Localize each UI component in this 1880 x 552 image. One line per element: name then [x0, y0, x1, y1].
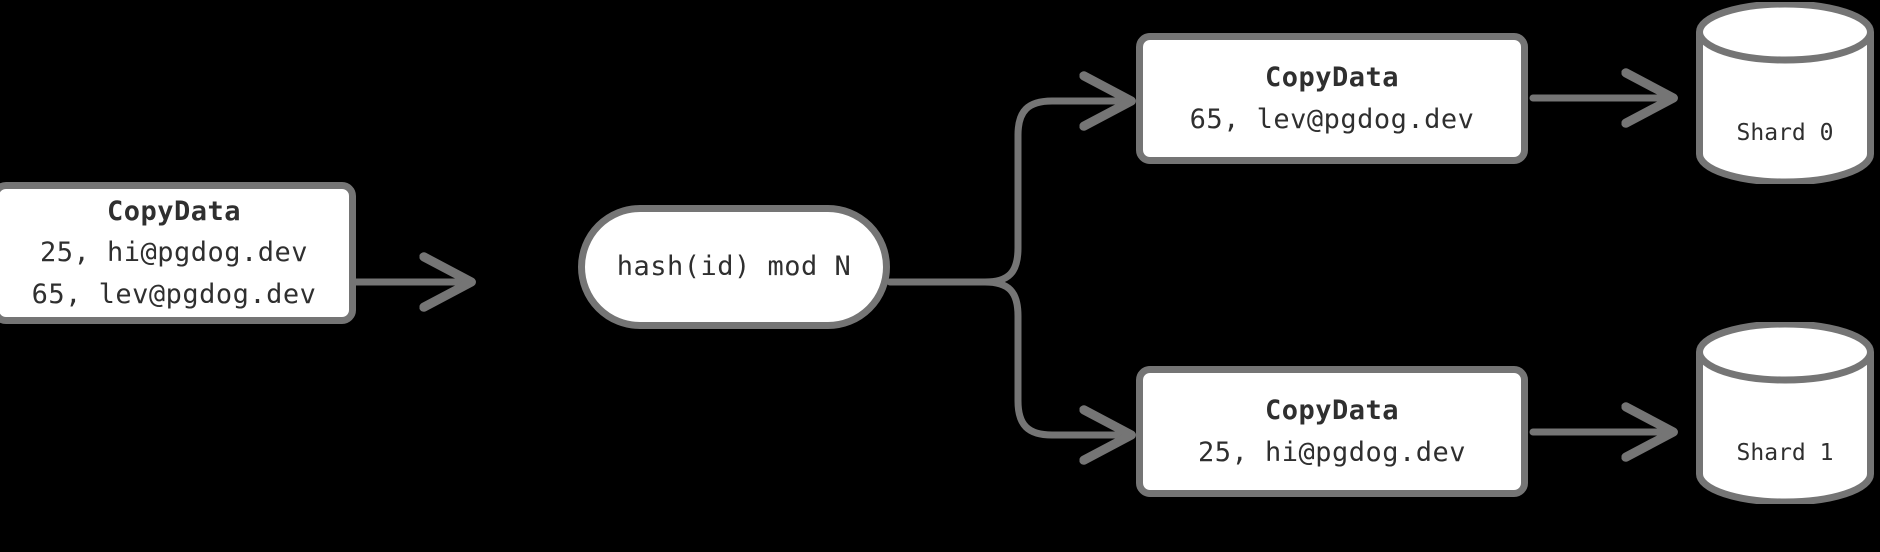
copydata-shard-0-title: CopyData — [1264, 62, 1400, 94]
copydata-shard-0-row-1: 65, lev@pgdog.dev — [1189, 103, 1475, 135]
hash-function-node[interactable]: hash(id) mod N — [578, 205, 890, 329]
copydata-shard-0-box[interactable]: CopyData 65, lev@pgdog.dev — [1136, 33, 1528, 164]
edge-fork-to-copydata-shard-1 — [981, 278, 1130, 435]
source-copydata-row-1: 25, hi@pgdog.dev — [39, 237, 309, 269]
shard-1-cylinder[interactable]: Shard 1 — [1694, 320, 1876, 506]
copydata-shard-1-box[interactable]: CopyData 25, hi@pgdog.dev — [1136, 366, 1528, 497]
shard-0-cylinder-shape — [1696, 0, 1874, 186]
copydata-shard-1-title: CopyData — [1264, 395, 1400, 427]
source-copydata-title: CopyData — [106, 196, 242, 228]
shard-1-label: Shard 1 — [1736, 440, 1834, 466]
edge-fork-to-copydata-shard-0 — [981, 101, 1130, 286]
shard-0-cylinder[interactable]: Shard 0 — [1694, 0, 1876, 186]
shard-0-label: Shard 0 — [1736, 120, 1834, 146]
hash-function-label: hash(id) mod N — [616, 251, 852, 283]
shard-1-cylinder-shape — [1696, 320, 1874, 506]
source-copydata-box[interactable]: CopyData 25, hi@pgdog.dev 65, lev@pgdog.… — [0, 182, 356, 324]
source-copydata-row-2: 65, lev@pgdog.dev — [31, 278, 317, 310]
copydata-shard-1-row-1: 25, hi@pgdog.dev — [1197, 436, 1467, 468]
